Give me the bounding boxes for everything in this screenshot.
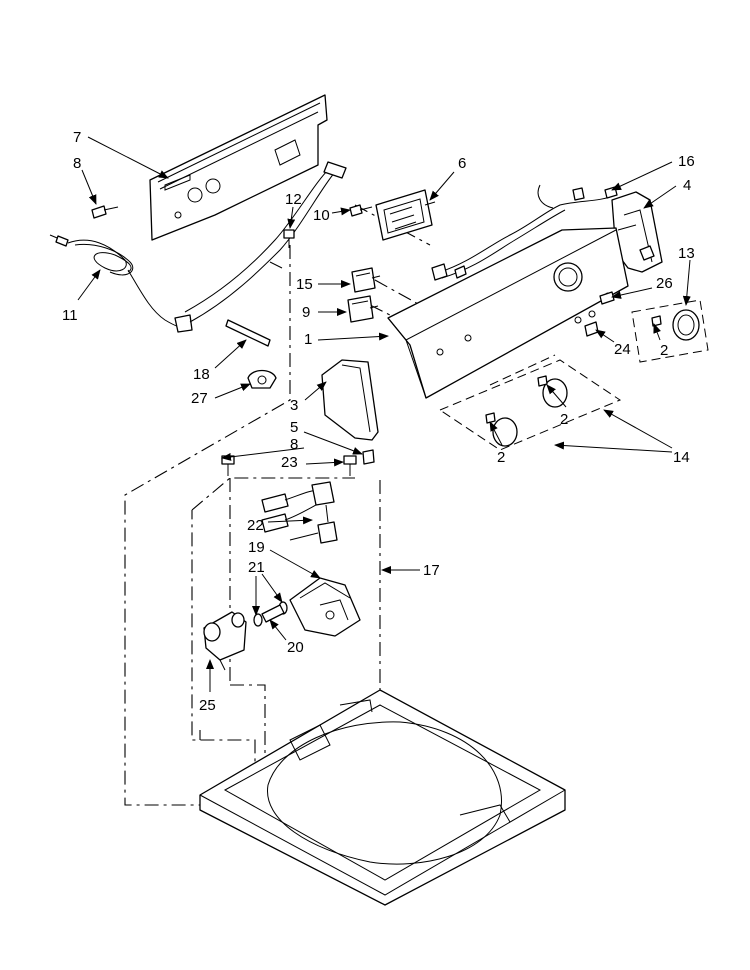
callout-13: 13 xyxy=(678,245,695,262)
water-valve-harness-22 xyxy=(261,481,338,544)
cover-3 xyxy=(321,359,379,441)
callout-12: 12 xyxy=(285,191,302,208)
callout-22: 22 xyxy=(247,517,264,534)
callout-18: 18 xyxy=(193,366,210,383)
power-cord xyxy=(49,161,347,333)
callout-5: 5 xyxy=(290,419,298,436)
knob-set-14 xyxy=(438,354,622,451)
console xyxy=(387,227,629,399)
callout-2-middle: 2 xyxy=(560,411,568,428)
screw-12 xyxy=(283,229,295,248)
clip-26 xyxy=(599,291,615,305)
callout-7: 7 xyxy=(73,129,81,146)
leader-lines xyxy=(77,136,691,692)
control-board xyxy=(375,189,436,241)
clamp-27 xyxy=(247,369,277,389)
callout-20: 20 xyxy=(287,639,304,656)
callout-25: 25 xyxy=(199,697,216,714)
callout-26: 26 xyxy=(656,275,673,292)
callout-3: 3 xyxy=(290,397,298,414)
screw-10 xyxy=(349,204,373,217)
screw-8-lower xyxy=(221,455,235,476)
callout-17: 17 xyxy=(423,562,440,579)
screw-23 xyxy=(343,455,357,476)
callout-24: 24 xyxy=(614,341,631,358)
pressure-sensor-19 xyxy=(289,577,361,637)
cable-tie-18 xyxy=(225,319,271,347)
callout-labels: 7 8 11 12 10 6 16 4 13 15 9 1 26 24 2 18… xyxy=(62,129,695,714)
callout-8-lower: 8 xyxy=(290,436,298,453)
callout-15: 15 xyxy=(296,276,313,293)
clip-5 xyxy=(362,449,375,465)
screw-24 xyxy=(584,321,599,337)
callout-27: 27 xyxy=(191,390,208,407)
callout-2-right: 2 xyxy=(660,342,668,359)
knob-13 xyxy=(631,299,709,363)
callout-1: 1 xyxy=(304,331,312,348)
wire-harness xyxy=(431,184,618,281)
callout-2-left: 2 xyxy=(497,449,505,466)
callout-21: 21 xyxy=(248,559,265,576)
callout-14: 14 xyxy=(673,449,690,466)
washer-top-frame xyxy=(199,689,566,906)
callout-6: 6 xyxy=(458,155,466,172)
callout-11: 11 xyxy=(62,307,78,324)
screw-8-upper xyxy=(91,205,119,219)
callout-23: 23 xyxy=(281,454,298,471)
switch-15 xyxy=(351,267,381,293)
water-valve-25 xyxy=(203,611,247,671)
callout-10: 10 xyxy=(313,207,330,224)
callout-4: 4 xyxy=(683,177,691,194)
hose-20 xyxy=(261,604,285,623)
callout-16: 16 xyxy=(678,153,695,170)
callout-19: 19 xyxy=(248,539,265,556)
rear-panel xyxy=(149,94,328,241)
callout-8-upper: 8 xyxy=(73,155,81,172)
callout-9: 9 xyxy=(302,304,310,321)
switch-9 xyxy=(347,295,379,323)
